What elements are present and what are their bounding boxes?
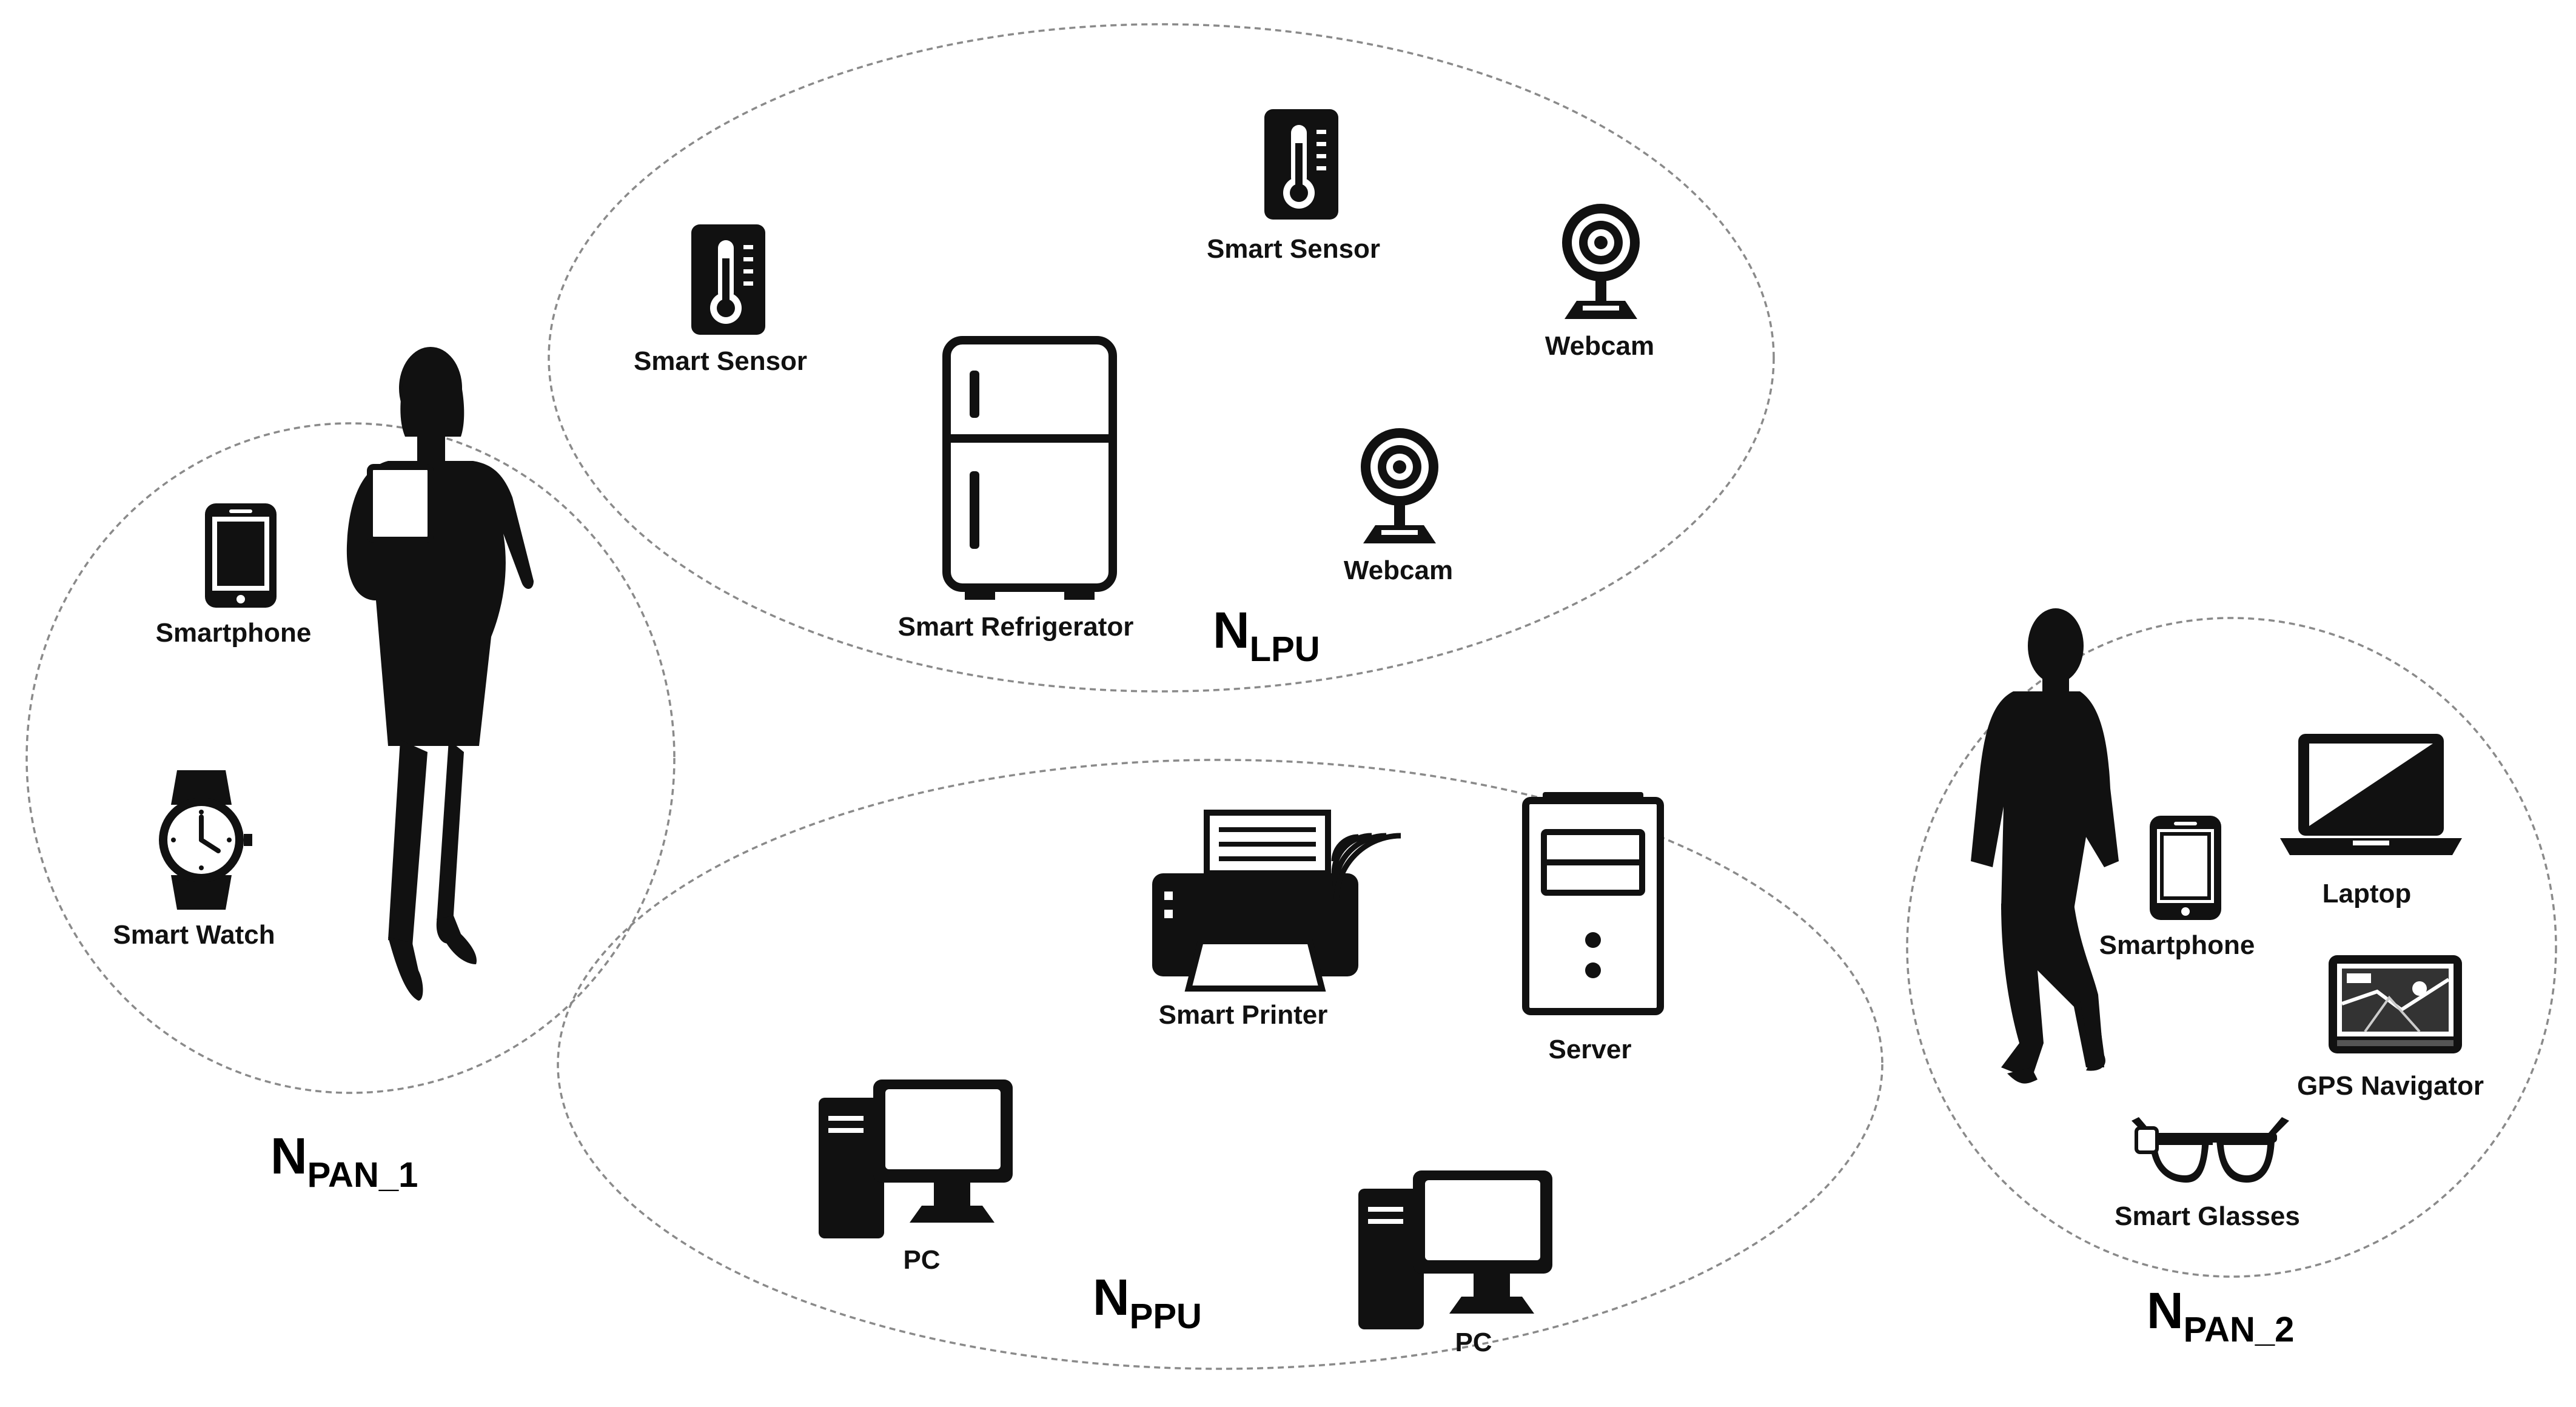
device-label-ppu-printer: Smart Printer bbox=[1159, 1000, 1328, 1030]
man-silhouette-icon bbox=[1971, 608, 2119, 1084]
device-label-ppu-pc-2: PC bbox=[1455, 1328, 1492, 1357]
webcam-icon bbox=[1361, 428, 1438, 543]
smart-glasses-icon bbox=[2132, 1117, 2289, 1183]
smartphone-icon bbox=[205, 503, 277, 608]
zone-label-ppu: NPPU bbox=[1093, 1269, 1202, 1336]
webcam-icon bbox=[1562, 204, 1640, 319]
device-label-ppu-pc-1: PC bbox=[903, 1245, 940, 1275]
device-label-lpu-sensor-1: Smart Sensor bbox=[634, 346, 807, 376]
device-label-pan1-phone: Smartphone bbox=[156, 618, 312, 648]
zone-pan-2 bbox=[1906, 617, 2557, 1278]
device-label-pan2-gps: GPS Navigator bbox=[2297, 1071, 2484, 1101]
gps-navigator-icon bbox=[2329, 955, 2462, 1053]
woman-silhouette-icon bbox=[346, 347, 534, 1001]
server-icon bbox=[1522, 792, 1664, 1015]
zone-label-lpu: NLPU bbox=[1213, 602, 1320, 669]
zone-label-pan-1: NPAN_1 bbox=[270, 1127, 418, 1195]
zone-ppu bbox=[557, 759, 1883, 1370]
device-label-lpu-webcam-2: Webcam bbox=[1344, 556, 1453, 585]
device-label-lpu-fridge: Smart Refrigerator bbox=[898, 612, 1134, 642]
wireless-printer-icon bbox=[1152, 810, 1401, 992]
desktop-pc-icon bbox=[819, 1080, 1013, 1238]
zone-label-pan-2: NPAN_2 bbox=[2147, 1282, 2294, 1349]
smartphone-icon bbox=[2150, 816, 2221, 920]
laptop-icon bbox=[2280, 734, 2462, 855]
zone-pan-1 bbox=[25, 422, 676, 1094]
desktop-pc-icon bbox=[1358, 1170, 1552, 1329]
device-label-lpu-sensor-2: Smart Sensor bbox=[1207, 234, 1380, 264]
refrigerator-icon bbox=[942, 336, 1117, 600]
thermometer-icon bbox=[1264, 109, 1338, 220]
device-label-lpu-webcam-1: Webcam bbox=[1545, 331, 1654, 361]
device-label-pan1-watch: Smart Watch bbox=[113, 920, 275, 950]
thermometer-icon bbox=[691, 224, 765, 335]
zone-lpu bbox=[548, 23, 1775, 693]
device-label-pan2-laptop: Laptop bbox=[2323, 879, 2412, 908]
device-label-pan2-glasses: Smart Glasses bbox=[2115, 1201, 2300, 1231]
device-label-pan2-phone: Smartphone bbox=[2099, 930, 2255, 960]
watch-icon bbox=[159, 770, 252, 910]
device-label-ppu-server: Server bbox=[1548, 1035, 1631, 1064]
